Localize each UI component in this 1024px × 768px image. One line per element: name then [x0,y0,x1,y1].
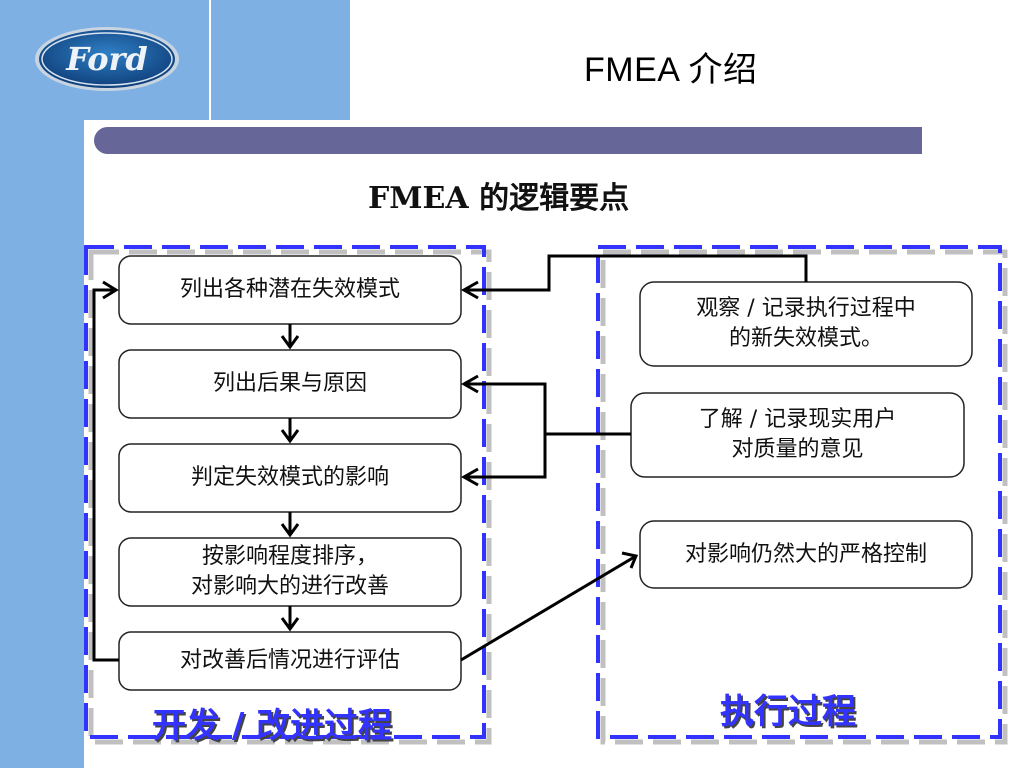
step-label-4-line-2: 对影响大的进行改善 [190,574,389,599]
down-arrow-icon [280,512,300,538]
exec-label-1-line-2: 的新失效模式。 [728,326,883,351]
execution-section-label: 执行过程 [720,692,856,732]
ford-logo-icon: Ford [35,27,179,91]
control-connector [460,551,639,662]
step-label-1: 列出各种潜在失效模式 [179,277,400,302]
feedback-loop-connector [92,280,119,662]
title-accent-bar [94,127,922,154]
exec-label-2-line-2: 对质量的意见 [731,437,864,462]
development-section-shadow [88,249,492,745]
execution-section-shadow [600,249,1008,745]
exec-box-3[interactable] [639,520,973,589]
left-sidebar-band [0,0,84,768]
svg-text:Ford: Ford [65,40,148,78]
new-failure-connector [460,254,808,300]
slide-title: FMEA 介绍 [584,51,758,89]
development-section-frame [84,245,486,739]
down-arrows [280,324,300,632]
step-label-3: 判定失效模式的影响 [190,465,389,490]
down-arrow-icon [280,418,300,444]
step-label-2: 列出后果与原因 [212,371,367,396]
exec-label-2-line-1: 了解 / 记录现实用户 [698,407,897,432]
exec-label-1: 观察 / 记录执行过程中 的新失效模式。 [640,282,972,366]
development-section-label: 开发 / 改进过程 [152,706,393,746]
exec-label-3: 对影响仍然大的严格控制 [684,541,927,567]
execution-section-frame [596,245,1002,739]
step-label-4-line-1: 按影响程度排序， [201,544,378,569]
step-label-5: 对改善后情况进行评估 [179,648,400,673]
user-feedback-connector [460,374,631,487]
exec-label-2: 了解 / 记录现实用户 对质量的意见 [631,393,964,477]
header-divider [209,0,211,120]
exec-label-1-line-1: 观察 / 记录执行过程中 [696,296,916,321]
down-arrow-icon [280,324,300,350]
diagram-heading: FMEA 的逻辑要点 [368,181,630,216]
down-arrow-icon [280,606,300,632]
step-label-4: 按影响程度排序， 对影响大的进行改善 [119,538,461,606]
